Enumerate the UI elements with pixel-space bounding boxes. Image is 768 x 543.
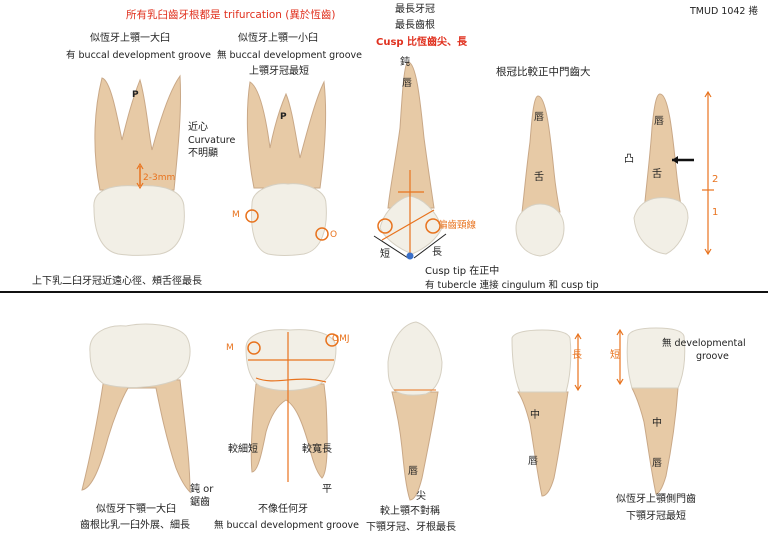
t3-tubercle: 有 tubercle 連接 cingulum 和 cusp tip — [425, 280, 599, 291]
t2-m-label: M — [232, 210, 240, 220]
trifurcation-note: 所有乳臼齒牙根都是 trifurcation (異於恆齒) — [126, 9, 336, 21]
premolar-like-crown — [251, 183, 327, 256]
t4-labial: 唇 — [534, 112, 544, 123]
b2-unlike: 不像任何牙 — [258, 504, 308, 515]
t4-lingual: 舌 — [534, 172, 544, 183]
longest-crown-label: 最長牙冠 — [395, 4, 435, 15]
lower-molar-crown — [89, 323, 191, 388]
canine-crown — [379, 195, 443, 255]
lower-canine-figure — [387, 321, 443, 501]
t5-one: 1 — [712, 207, 719, 218]
t3-labial: 唇 — [402, 78, 412, 89]
t3-long: 長 — [432, 247, 442, 258]
lower-lateral-incisor-figure — [616, 327, 686, 495]
b5-no-dev: 無 developmental — [662, 338, 746, 349]
lateral-incisor-root — [631, 387, 679, 495]
b3-line2: 下顎牙冠、牙根最長 — [366, 522, 456, 533]
b2-thin: 較細短 — [228, 444, 258, 455]
b2-m-label: M — [226, 343, 234, 353]
b2-flat: 平 — [322, 484, 332, 495]
t4-title: 根冠比較正中門齒大 — [496, 66, 591, 78]
t3-offset: 偏齒頸線 — [438, 220, 477, 231]
t1-curvature: Curvature — [188, 135, 236, 146]
lower-unique-molar-figure — [245, 329, 339, 482]
b5-title: 似恆牙上顎側門齒 — [616, 494, 696, 505]
lower-central-incisor-figure — [511, 329, 582, 497]
t2-line2: 無 buccal development groove — [217, 50, 363, 61]
longest-root-label: 最長齒根 — [395, 20, 435, 31]
molar-crown — [93, 185, 185, 256]
b5-labial: 唇 — [652, 458, 662, 469]
t5-lingual: 舌 — [652, 169, 662, 180]
b2-line2: 無 buccal development groove — [214, 520, 360, 531]
b4-mid: 中 — [530, 410, 540, 421]
b3-title: 較上顎不對稱 — [380, 506, 440, 517]
upper-incisor-profile-figure — [633, 90, 714, 256]
b4-long: 長 — [572, 350, 582, 361]
b1-blunt: 鈍 or — [190, 484, 214, 495]
bottom-note: 上下乳二臼牙冠近遠心徑、頰舌徑最長 — [32, 276, 202, 287]
lower-canine-root — [391, 391, 439, 501]
b1-title: 似恆牙下顎一大臼 — [96, 504, 176, 515]
t5-convex: 凸 — [624, 154, 634, 165]
lower-canine-crown — [387, 321, 443, 396]
t2-o-label: O — [330, 230, 338, 240]
incisor-crown — [515, 203, 565, 257]
molar-roots — [94, 74, 182, 191]
b2-omj-label: OMJ — [332, 334, 350, 344]
lower-incisor-crown — [511, 329, 572, 393]
upper-central-incisor-figure — [515, 95, 565, 257]
t1-title: 似恆牙上顎一大臼 — [90, 33, 170, 44]
upper-premolar-like-figure — [245, 80, 329, 256]
b5-mid: 中 — [652, 418, 662, 429]
t1-line2: 有 buccal development groove — [66, 50, 212, 61]
t5-labial: 唇 — [654, 116, 664, 127]
b3-tip: 尖 — [416, 491, 426, 502]
unique-molar-roots — [250, 383, 328, 479]
lower-first-molar-figure — [81, 323, 191, 494]
incisor-root — [521, 95, 561, 213]
b2-wide: 較寬長 — [302, 444, 332, 455]
b4-labial: 唇 — [528, 456, 538, 467]
upper-first-molar-figure — [93, 74, 185, 256]
b5-line2: 下顎牙冠最短 — [626, 511, 686, 522]
incisor-profile-root — [643, 93, 683, 213]
cusp-note: Cusp 比恆齒尖、長 — [376, 37, 468, 48]
t2-line3: 上顎牙冠最短 — [249, 66, 309, 77]
lower-molar-roots — [81, 377, 191, 494]
lateral-incisor-crown — [626, 327, 686, 389]
t3-blunt: 鈍 — [400, 57, 410, 68]
reference-code: TMUD 1042 捲 — [690, 6, 758, 17]
t1-measure: 2-3mm — [143, 173, 176, 183]
b1-cutting: 鋸齒 — [190, 497, 210, 508]
incisor-profile-crown — [633, 197, 689, 255]
t1-p-label: P — [132, 90, 139, 100]
t1-mesial: 近心 — [188, 122, 208, 133]
t2-title: 似恆牙上顎一小臼 — [238, 33, 318, 44]
t5-two: 2 — [712, 174, 719, 185]
lower-incisor-root — [517, 391, 569, 497]
t2-p-label: P — [280, 112, 287, 122]
t3-cusp-tip: Cusp tip 在正中 — [425, 266, 500, 277]
b1-line2: 齒根比乳一臼外展、細長 — [80, 520, 190, 531]
upper-canine-figure — [373, 61, 447, 260]
t2-m-marker — [245, 209, 259, 223]
premolar-like-roots — [246, 80, 327, 189]
b3-labial: 唇 — [408, 466, 418, 477]
t2-o-marker — [315, 227, 329, 241]
section-divider — [0, 291, 768, 293]
canine-root — [387, 61, 435, 209]
t1-unclear: 不明顯 — [188, 148, 218, 159]
b5-short: 短 — [610, 350, 620, 361]
b5-groove: groove — [696, 351, 729, 362]
t3-short: 短 — [380, 249, 390, 260]
